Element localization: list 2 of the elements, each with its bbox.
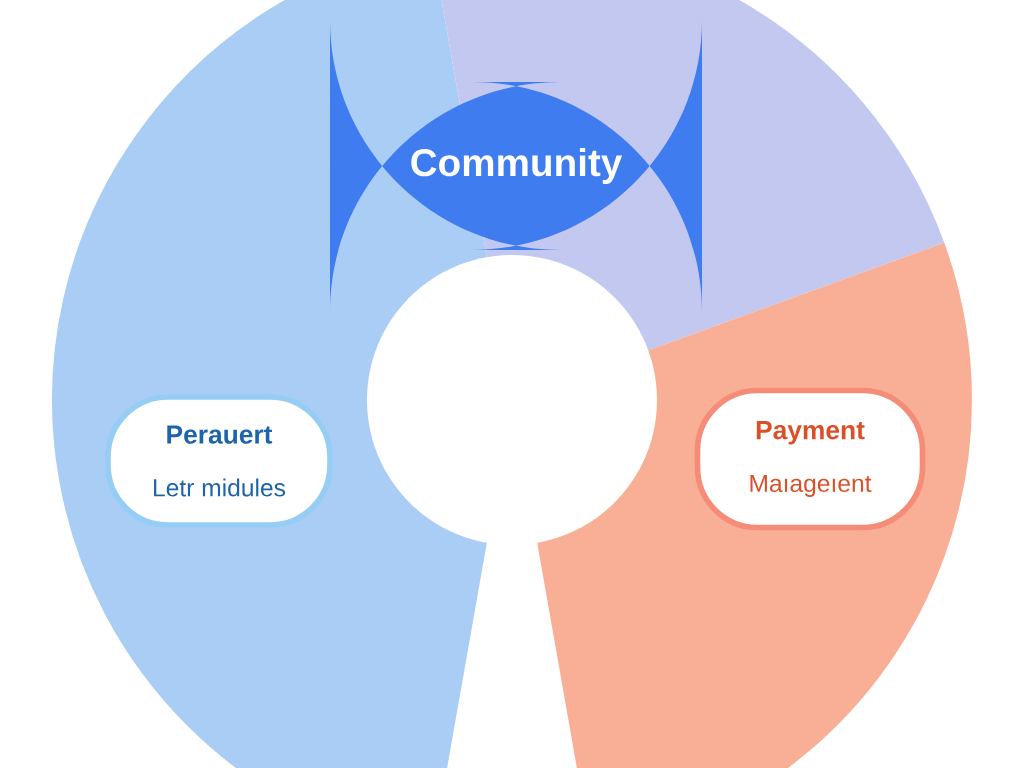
label-card: Payment Maıageıent: [694, 387, 926, 531]
label-card: Perauert Letr midules: [105, 394, 333, 528]
